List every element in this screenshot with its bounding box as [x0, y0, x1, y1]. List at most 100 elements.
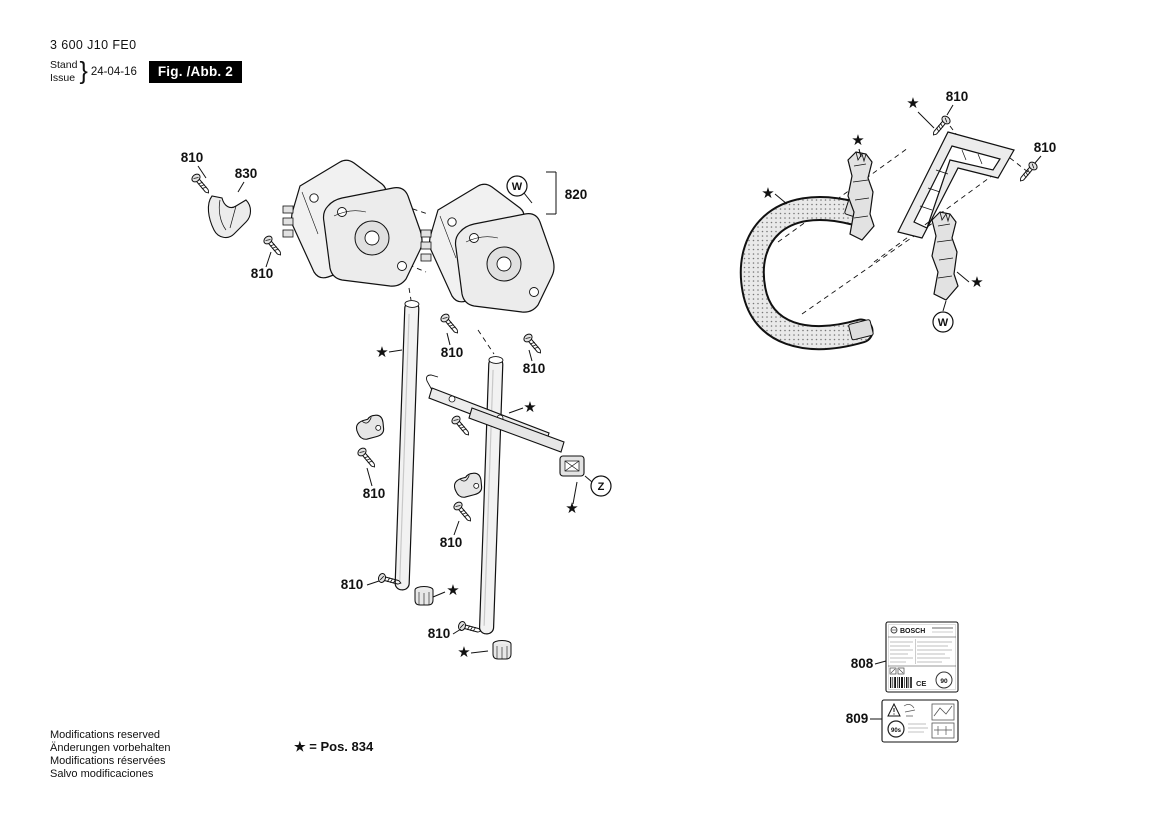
barcode: [890, 677, 912, 688]
alignment-dashed-line: [777, 147, 909, 243]
pos-834-star: ★: [432, 582, 460, 599]
svg-text:810: 810: [441, 345, 464, 360]
svg-text:808: 808: [851, 656, 874, 671]
svg-text:★: ★: [851, 132, 864, 149]
screw-810: [521, 332, 545, 357]
svg-text:810: 810: [428, 626, 451, 641]
svg-text:W: W: [938, 317, 949, 329]
tube-foot-right: [492, 640, 512, 660]
right-assembly: [752, 114, 1040, 341]
star-legend: ★ = Pos. 834: [294, 739, 374, 754]
stand-label: Stand: [50, 59, 78, 72]
callout-810: 810: [363, 467, 386, 501]
svg-text:810: 810: [363, 486, 386, 501]
time-badge-ring: [887, 720, 905, 738]
footer-line-fr: Modifications réservées: [50, 754, 166, 767]
screw-810: [457, 620, 483, 636]
saw-pictogram: [931, 703, 955, 721]
rating-plate-label: BOSCH: [885, 621, 959, 693]
callout-808: 808: [851, 656, 887, 671]
view-marker-w: W: [506, 175, 533, 204]
latch-lever-left: [847, 151, 875, 241]
svg-text:810: 810: [341, 577, 364, 592]
alignment-dashed-line: [1009, 157, 1029, 173]
callout-810: 810: [440, 520, 463, 550]
pos-834-star: ★: [851, 132, 865, 158]
callout-810: 810: [1034, 140, 1057, 164]
footer-line-es: Salvo modificaciones: [50, 767, 154, 780]
alignment-dashed-line: [873, 169, 1001, 263]
tube-clamp-right: [451, 470, 485, 500]
callout-809: 809: [846, 711, 882, 726]
brace-glyph: }: [79, 57, 88, 85]
svg-text:810: 810: [440, 535, 463, 550]
warning-label: 90s: [881, 699, 959, 743]
callout-830: 830: [235, 166, 258, 193]
motor-housing-cover-left: [322, 187, 423, 287]
svg-text:809: 809: [846, 711, 869, 726]
pos-834-star: ★: [565, 481, 579, 517]
svg-text:★: ★: [375, 344, 388, 361]
issue-date: 24-04-16: [90, 65, 137, 78]
pos-834-star: ★: [956, 271, 984, 291]
pos-834-star: ★: [761, 185, 788, 205]
svg-text:★: ★: [565, 500, 578, 517]
svg-text:★: ★: [446, 582, 459, 599]
time-badge-value: 90s: [891, 728, 902, 734]
issue-row: Stand Issue } 24-04-16 Fig. /Abb. 2: [50, 57, 243, 85]
alignment-dashed-line: [801, 217, 941, 315]
leg-tube-left: [394, 300, 420, 591]
svg-text:Z: Z: [598, 481, 605, 493]
svg-text:810: 810: [946, 89, 969, 104]
label-text-rows: [890, 641, 952, 663]
latch-lever-right: [931, 211, 959, 301]
handle-frame: [897, 131, 1015, 239]
callout-810: 810: [441, 332, 464, 360]
callout-810: 810: [523, 349, 546, 376]
bosch-anchor-logo-icon: [890, 626, 898, 634]
markers: ★ ★ ★ ★ ★ ★ ★: [375, 95, 983, 661]
callout-810: 810: [251, 251, 274, 281]
svg-text:810: 810: [251, 266, 274, 281]
svg-text:W: W: [512, 181, 523, 193]
weee-icon: [889, 667, 897, 675]
cert-icon: [897, 667, 905, 675]
view-marker-w: W: [932, 300, 954, 333]
part-number: 3 600 J10 FE0: [50, 38, 137, 52]
svg-text:★: ★: [906, 95, 919, 112]
screw-810: [189, 172, 213, 197]
tube-foot-left: [414, 586, 434, 606]
bracket-830-part: [207, 195, 252, 239]
footer-line-de: Änderungen vorbehalten: [50, 741, 171, 754]
callout-820: 820: [546, 171, 587, 215]
svg-text:★: ★: [761, 185, 774, 202]
svg-text:★: ★: [523, 399, 536, 416]
alignment-dashed-line: [408, 287, 412, 301]
svg-text:830: 830: [235, 166, 258, 181]
view-marker-z: Z: [584, 475, 612, 497]
screw-810: [451, 500, 475, 525]
screw-810: [438, 312, 462, 337]
screw-810: [261, 234, 285, 259]
callouts: 810 830 810 820 810 810: [181, 89, 1057, 726]
svg-text:★: ★: [457, 644, 470, 661]
alignment-dashed-line: [477, 329, 495, 355]
svg-text:810: 810: [1034, 140, 1057, 155]
svg-text:810: 810: [181, 150, 204, 165]
coupling-block: [559, 455, 585, 477]
noise-badge-ring: [935, 671, 953, 689]
support-rail-lower: [468, 407, 565, 453]
tube-clamp-left: [353, 412, 387, 442]
footer-notes: Modifications reserved Änderungen vorbeh…: [50, 729, 170, 781]
callout-810: 810: [946, 89, 969, 116]
header: 3 600 J10 FE0 Stand Issue } 24-04-16 Fig…: [50, 38, 243, 85]
pos-834-star: ★: [457, 644, 489, 661]
svg-text:★: ★: [970, 274, 983, 291]
figure-badge: Fig. /Abb. 2: [148, 60, 243, 83]
ce-mark: CE: [916, 679, 926, 688]
pictogram-figure: [903, 704, 916, 717]
pos-834-star: ★: [375, 344, 403, 361]
svg-text:810: 810: [523, 361, 546, 376]
